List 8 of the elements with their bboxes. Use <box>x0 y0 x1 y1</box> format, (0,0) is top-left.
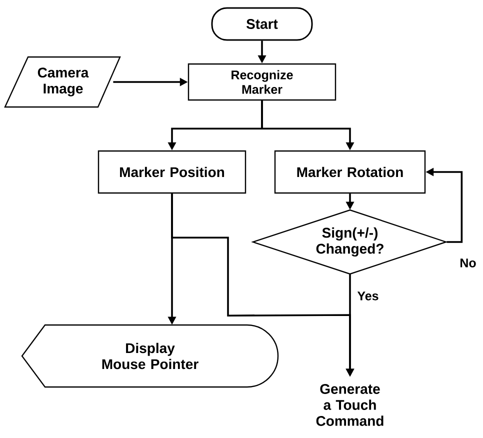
start-terminator: Start <box>211 7 313 41</box>
edge-label: Yes <box>356 290 380 302</box>
process-box: Marker Position <box>98 150 246 194</box>
input-parallelogram: Camera Image <box>4 56 121 108</box>
edge-label: No <box>458 258 478 268</box>
process-box: Recognize Marker <box>188 63 336 101</box>
output-text: Generate a Touch Command <box>316 384 384 426</box>
process-box: Marker Rotation <box>274 150 426 194</box>
